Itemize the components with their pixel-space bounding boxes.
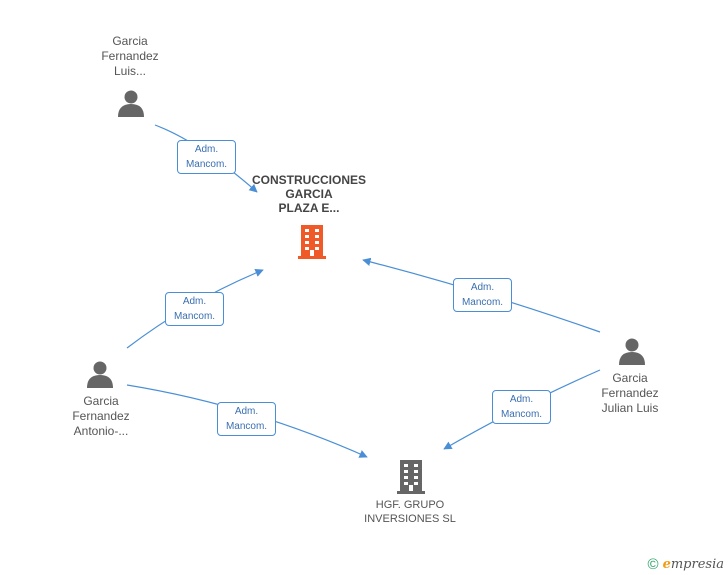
role-badge-adm-mancom[interactable]: Adm. Mancom. (453, 278, 512, 312)
role-badge-adm-mancom[interactable]: Adm. Mancom. (492, 390, 551, 424)
person-label-julian[interactable]: Garcia Fernandez Julian Luis (601, 371, 659, 415)
building-icon[interactable] (395, 458, 427, 494)
person-label-luis[interactable]: Garcia Fernandez Luis... (101, 34, 159, 78)
footer-brand: © empresia (648, 556, 724, 573)
person-icon[interactable] (117, 89, 145, 117)
person-icon[interactable] (86, 360, 114, 388)
company-label-construcciones[interactable]: CONSTRUCCIONES GARCIA PLAZA E... (251, 173, 366, 215)
role-badge-adm-mancom[interactable]: Adm. Mancom. (217, 402, 276, 436)
brand-logo[interactable]: empresia (662, 557, 724, 572)
person-label-antonio[interactable]: Garcia Fernandez Antonio-... (72, 394, 130, 438)
copyright-icon: © (647, 556, 659, 573)
company-label-hgf[interactable]: HGF. GRUPO INVERSIONES SL (364, 499, 456, 525)
person-icon[interactable] (618, 337, 646, 365)
building-icon[interactable] (296, 223, 328, 259)
role-badge-adm-mancom[interactable]: Adm. Mancom. (165, 292, 224, 326)
role-badge-adm-mancom[interactable]: Adm. Mancom. (177, 140, 236, 174)
